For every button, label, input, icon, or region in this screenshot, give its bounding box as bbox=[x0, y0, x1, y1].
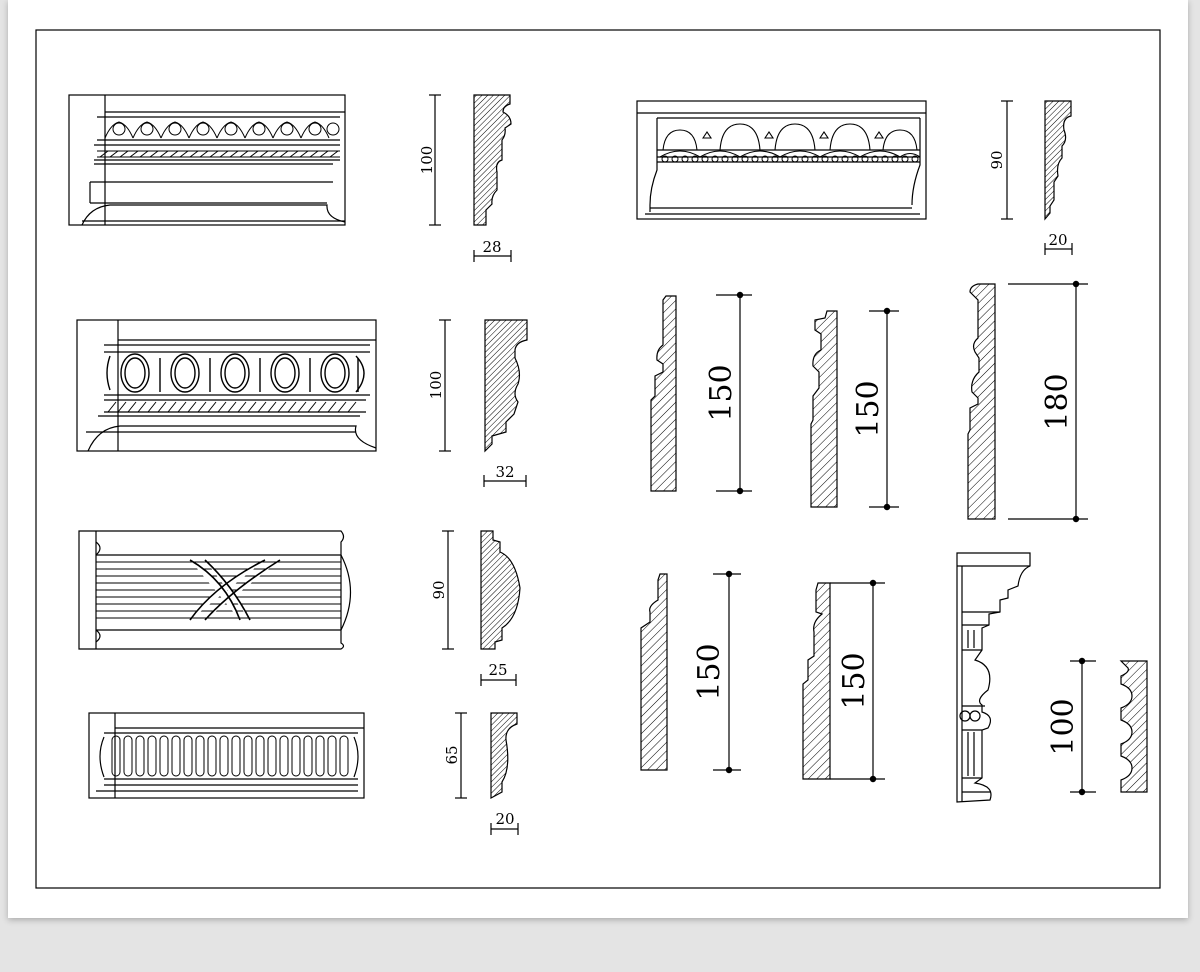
moulding-1-dimension-width bbox=[473, 250, 512, 262]
baseboard-profile-5 bbox=[802, 582, 831, 780]
label-r4: 150 bbox=[692, 643, 727, 700]
baseboard-profile-4 bbox=[640, 573, 668, 771]
moulding-5-elevation bbox=[636, 100, 927, 220]
dimension-dots bbox=[725, 280, 1086, 796]
label-d5-height: 90 bbox=[988, 150, 1006, 169]
label-d3-width: 25 bbox=[488, 661, 507, 679]
moulding-2-profile bbox=[484, 319, 528, 453]
label-r2: 150 bbox=[851, 380, 886, 437]
baseboard-profile-2 bbox=[810, 310, 838, 508]
moulding-2-dimension-height bbox=[439, 319, 451, 452]
baseboard-profile-3 bbox=[967, 283, 996, 520]
label-d4-width: 20 bbox=[495, 810, 514, 828]
baseboard-1-dimension bbox=[716, 294, 752, 492]
moulding-3-dimension-height bbox=[442, 530, 454, 650]
drawing-border bbox=[35, 29, 1161, 889]
moulding-3-elevation bbox=[78, 530, 352, 650]
label-d1-width: 28 bbox=[482, 238, 501, 256]
label-d3-height: 90 bbox=[430, 580, 448, 599]
label-r3: 180 bbox=[1040, 373, 1075, 430]
label-d2-width: 32 bbox=[495, 463, 514, 481]
moulding-5-profile bbox=[1044, 100, 1072, 221]
moulding-4-dimension-width bbox=[490, 823, 519, 835]
moulding-4-elevation bbox=[88, 712, 365, 799]
label-d5-width: 20 bbox=[1048, 231, 1067, 249]
moulding-2-elevation bbox=[76, 319, 377, 452]
label-d4-height: 65 bbox=[443, 745, 461, 764]
moulding-2-dimension-width bbox=[483, 475, 527, 487]
baseboard-profile-6 bbox=[1119, 660, 1148, 793]
label-r6: 100 bbox=[1046, 698, 1081, 755]
baseboard-profile-1 bbox=[650, 295, 677, 492]
label-d2-height: 100 bbox=[427, 371, 445, 400]
moulding-1-dimension-height bbox=[429, 94, 441, 226]
moulding-5-dimension-width bbox=[1044, 243, 1073, 255]
moulding-3-dimension-width bbox=[480, 674, 517, 686]
label-r1: 150 bbox=[704, 364, 739, 421]
moulding-4-dimension-height bbox=[455, 712, 467, 799]
moulding-4-profile bbox=[490, 712, 518, 800]
moulding-1-elevation bbox=[68, 94, 346, 226]
column-elevation bbox=[956, 552, 1031, 803]
moulding-3-profile bbox=[480, 530, 521, 650]
moulding-1-profile bbox=[473, 94, 512, 226]
label-d1-height: 100 bbox=[418, 146, 436, 175]
label-r5: 150 bbox=[837, 652, 872, 709]
moulding-5-dimension-height bbox=[1001, 100, 1013, 220]
